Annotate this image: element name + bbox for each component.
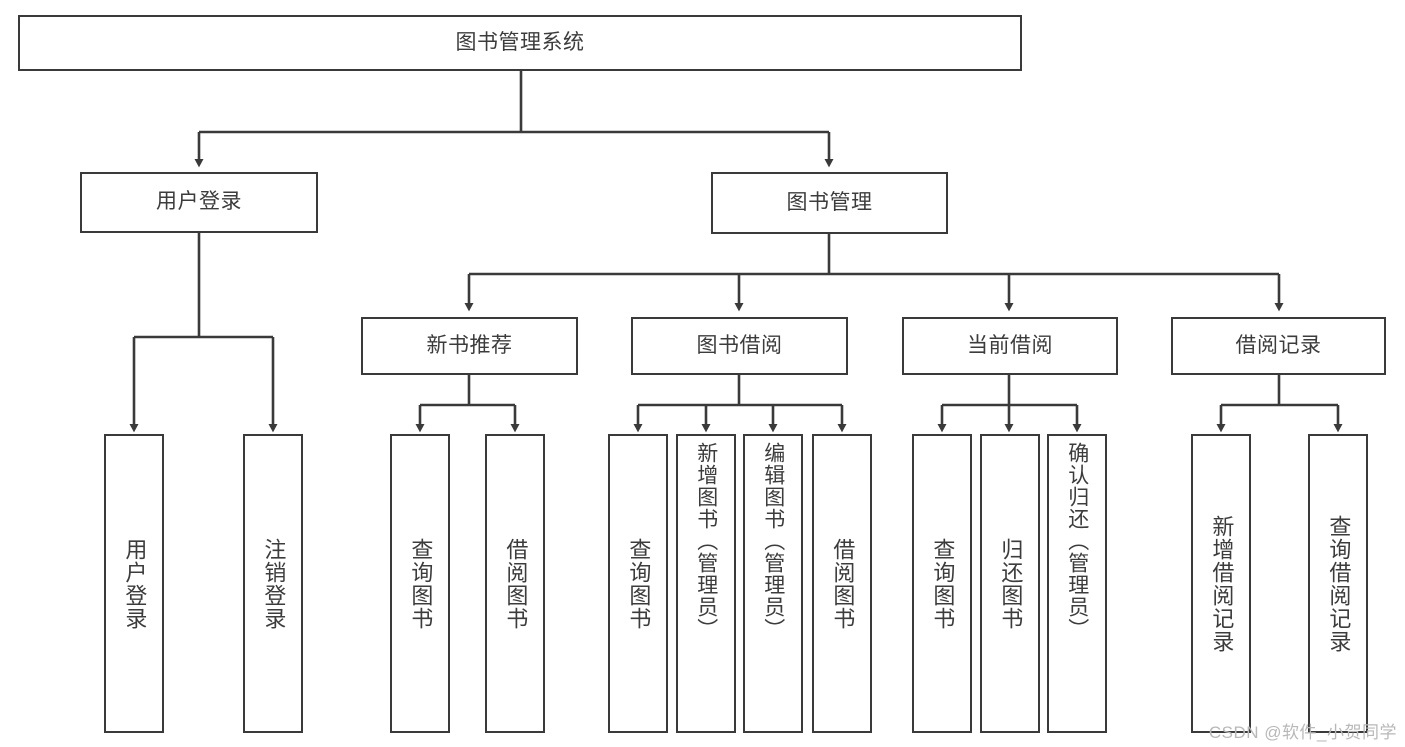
node-label: 借阅图书 bbox=[830, 537, 856, 630]
csdn-watermark: CSDN @软件_小贺同学 bbox=[1208, 723, 1397, 742]
node-user-login[interactable]: 用户登录 bbox=[80, 172, 318, 233]
leaf-edit-book-admin[interactable]: 编辑图书（管理员） bbox=[743, 434, 803, 733]
leaf-borrow-book-recommend[interactable]: 借阅图书 bbox=[485, 434, 545, 733]
node-label: 确认归还（管理员） bbox=[1065, 442, 1089, 640]
node-label: 新增借阅记录 bbox=[1209, 514, 1235, 653]
leaf-query-book-recommend[interactable]: 查询图书 bbox=[390, 434, 450, 733]
node-label: 图书借阅 bbox=[696, 333, 783, 357]
node-label: 查询图书 bbox=[408, 537, 434, 630]
node-current-borrow[interactable]: 当前借阅 bbox=[902, 317, 1118, 375]
node-label: 用户登录 bbox=[156, 190, 242, 214]
node-label: 新书推荐 bbox=[426, 333, 513, 357]
node-label: 借阅图书 bbox=[503, 537, 529, 630]
leaf-confirm-return-admin[interactable]: 确认归还（管理员） bbox=[1047, 434, 1107, 733]
node-label: 查询图书 bbox=[626, 537, 652, 630]
leaf-query-borrow-record[interactable]: 查询借阅记录 bbox=[1308, 434, 1368, 733]
node-label: 新增图书（管理员） bbox=[694, 442, 718, 640]
node-label: 编辑图书（管理员） bbox=[761, 442, 785, 640]
node-label: 图书管理 bbox=[786, 190, 873, 214]
leaf-query-book-current[interactable]: 查询图书 bbox=[912, 434, 972, 733]
node-label: 当前借阅 bbox=[967, 333, 1053, 357]
node-label: 注销登录 bbox=[261, 537, 287, 630]
leaf-query-book-borrow[interactable]: 查询图书 bbox=[608, 434, 668, 733]
node-book-management[interactable]: 图书管理 bbox=[711, 172, 948, 234]
node-label: 图书管理系统 bbox=[455, 30, 585, 54]
node-label: 用户登录 bbox=[122, 537, 148, 630]
node-label: 查询图书 bbox=[930, 537, 956, 630]
node-new-book-recommend[interactable]: 新书推荐 bbox=[361, 317, 578, 375]
leaf-borrow-book[interactable]: 借阅图书 bbox=[812, 434, 872, 733]
node-label: 借阅记录 bbox=[1235, 333, 1322, 357]
leaf-return-book[interactable]: 归还图书 bbox=[980, 434, 1040, 733]
node-book-borrow[interactable]: 图书借阅 bbox=[631, 317, 848, 375]
leaf-add-borrow-record[interactable]: 新增借阅记录 bbox=[1191, 434, 1251, 733]
node-label: 查询借阅记录 bbox=[1326, 514, 1352, 653]
node-label: 归还图书 bbox=[998, 537, 1024, 630]
leaf-add-book-admin[interactable]: 新增图书（管理员） bbox=[676, 434, 736, 733]
node-root-book-management-system[interactable]: 图书管理系统 bbox=[18, 15, 1022, 71]
node-borrow-record[interactable]: 借阅记录 bbox=[1171, 317, 1386, 375]
leaf-logout-login[interactable]: 注销登录 bbox=[243, 434, 303, 733]
leaf-user-login[interactable]: 用户登录 bbox=[104, 434, 164, 733]
